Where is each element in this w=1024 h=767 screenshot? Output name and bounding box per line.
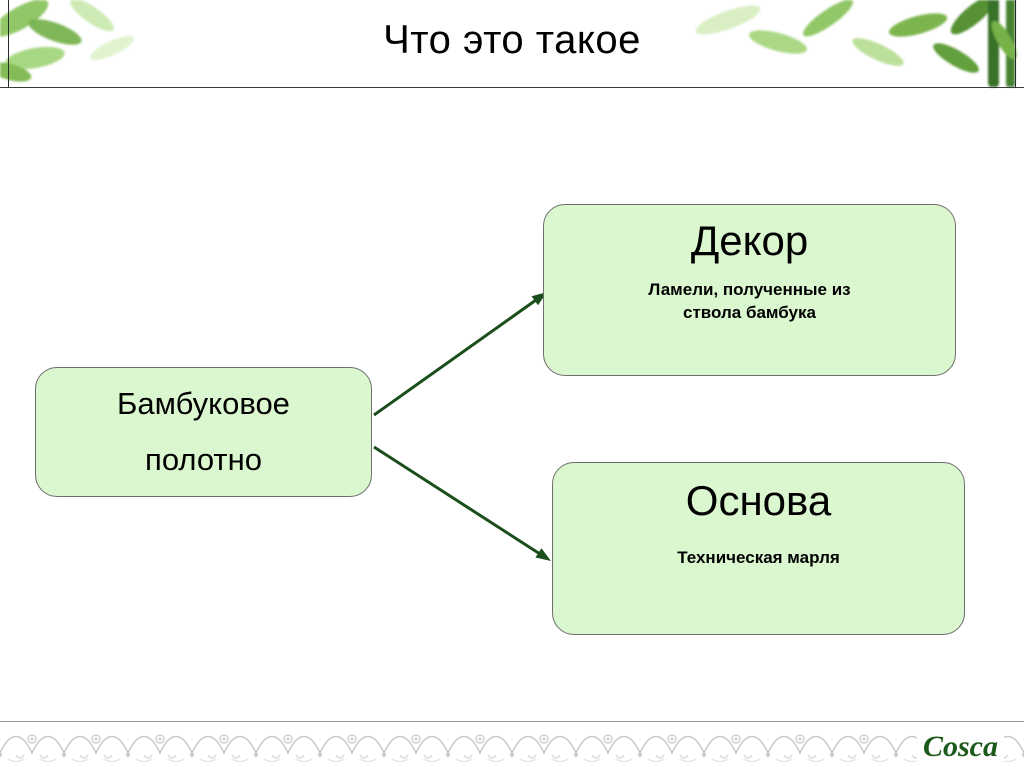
flow-box-source: Бамбуковое полотно (35, 367, 372, 497)
frame-line-right (1015, 0, 1016, 87)
arrow-to-base-icon (373, 445, 551, 561)
flow-box-decor: Декор Ламели, полученные из ствола бамбу… (543, 204, 956, 376)
bamboo-leaves-left-decoration (0, 0, 134, 82)
decor-title: Декор (690, 217, 809, 264)
slide-header: Что это такое (0, 0, 1024, 88)
flow-box-base: Основа Техническая марля (552, 462, 965, 635)
decor-subtitle: Ламели, полученные из ствола бамбука (648, 280, 851, 323)
footer-divider (0, 721, 1024, 722)
base-subtitle: Техническая марля (677, 548, 840, 568)
source-label-line2: полотно (145, 442, 262, 477)
slide-footer: Cosca (0, 721, 1024, 767)
frame-line-left (8, 0, 9, 87)
header-divider (0, 87, 1024, 88)
lace-ornament (0, 725, 1024, 765)
source-label-line1: Бамбуковое (117, 386, 290, 421)
arrow-to-decor-icon (373, 292, 547, 417)
bamboo-leaves-right-decoration (695, 0, 1017, 87)
cosca-logo: Cosca (917, 730, 1004, 763)
page-title: Что это такое (383, 18, 641, 62)
base-title: Основа (685, 477, 832, 524)
